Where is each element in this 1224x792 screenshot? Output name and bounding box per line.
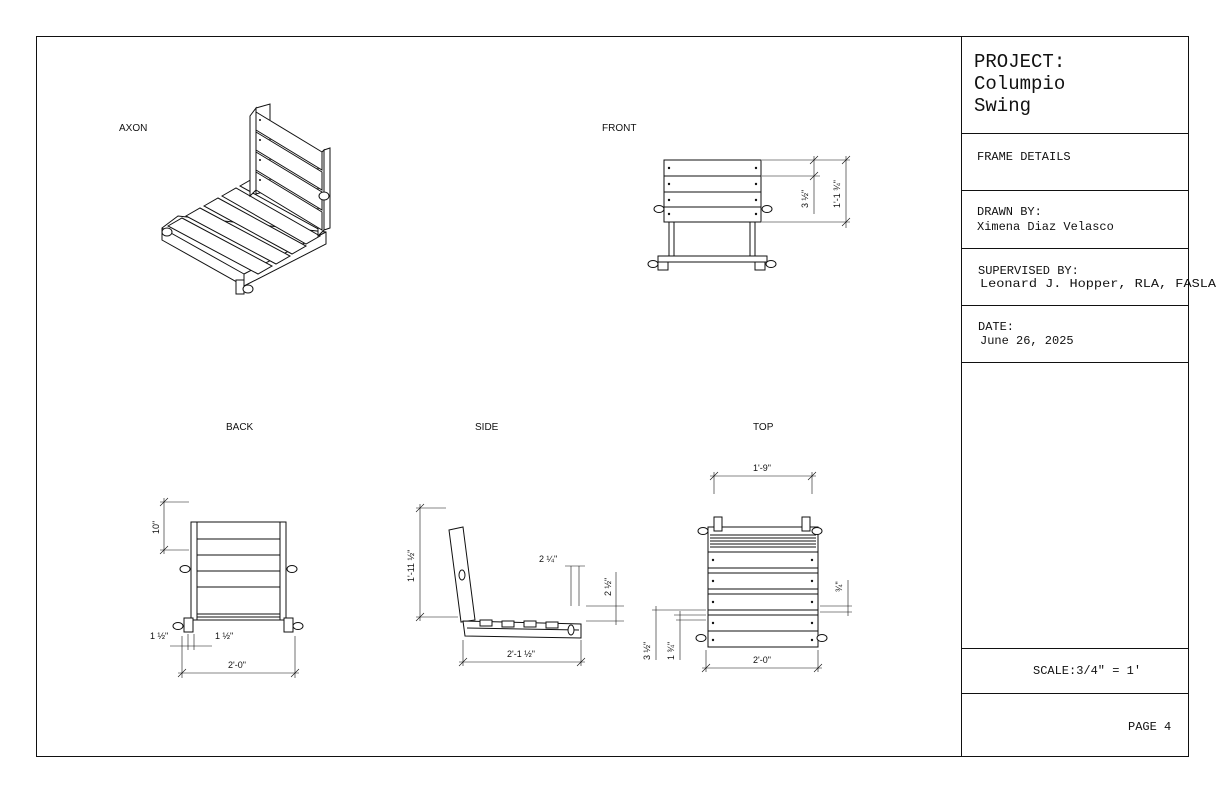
front-drawing: 3 ½" 1'-1 ¾"	[647, 155, 851, 271]
dim-side-b: 2 ½"	[603, 578, 613, 596]
project-name-line1: Columpio	[974, 73, 1065, 95]
dim-back-height: 10"	[151, 521, 161, 534]
dim-side-height: 1'-11 ½"	[406, 550, 416, 582]
dim-top-width: 1'-9"	[753, 463, 771, 473]
dim-top-right: ¾"	[834, 581, 844, 592]
dim-back-width: 2'-0"	[228, 660, 246, 670]
dim-top-left-b: 1 ¾"	[666, 642, 676, 660]
dim-back-left: 1 ½"	[150, 631, 168, 641]
axon-drawing	[161, 103, 331, 295]
project-name-line2: Swing	[974, 95, 1031, 117]
dim-front-b: 1'-1 ¾"	[832, 180, 842, 208]
supervised-by-label: SUPERVISED BY:	[978, 264, 1079, 278]
page-number: PAGE 4	[1128, 720, 1171, 734]
view-label-axon: AXON	[119, 123, 147, 134]
dim-side-width: 2'-1 ½"	[507, 649, 535, 659]
view-label-back: BACK	[226, 422, 254, 433]
dim-top-left-a: 3 ½"	[642, 642, 652, 660]
top-drawing: 1'-9" ¾" 3 ½" 1 ¾" 2'-0"	[642, 463, 852, 673]
view-label-front: FRONT	[602, 123, 636, 134]
view-label-side: SIDE	[475, 422, 499, 433]
sheet-title: FRAME DETAILS	[977, 150, 1071, 164]
view-label-top: TOP	[753, 422, 774, 433]
dim-top-bottom: 2'-0"	[753, 655, 771, 665]
date-value: June 26, 2025	[980, 334, 1074, 348]
back-drawing: 10" 2'-0" 1 ½" 1 ½"	[150, 497, 304, 678]
drawn-by-name: Ximena Diaz Velasco	[977, 220, 1114, 234]
dim-back-mid: 1 ½"	[215, 631, 233, 641]
project-label: PROJECT:	[974, 51, 1065, 73]
dim-side-a: 2 ¼"	[539, 554, 557, 564]
sheet-border	[36, 36, 1189, 757]
scale-note: SCALE:3/4" = 1'	[1033, 664, 1141, 678]
title-block: PROJECT: Columpio Swing FRAME DETAILS DR…	[961, 51, 1217, 734]
drawn-by-label: DRAWN BY:	[977, 205, 1042, 219]
date-label: DATE:	[978, 320, 1014, 334]
dim-front-a: 3 ½"	[800, 190, 810, 208]
supervised-by-name: Leonard J. Hopper, RLA, FASLA	[980, 277, 1217, 291]
side-drawing: 1'-11 ½" 2 ¼" 2 ½" 2'-1 ½"	[406, 503, 624, 667]
